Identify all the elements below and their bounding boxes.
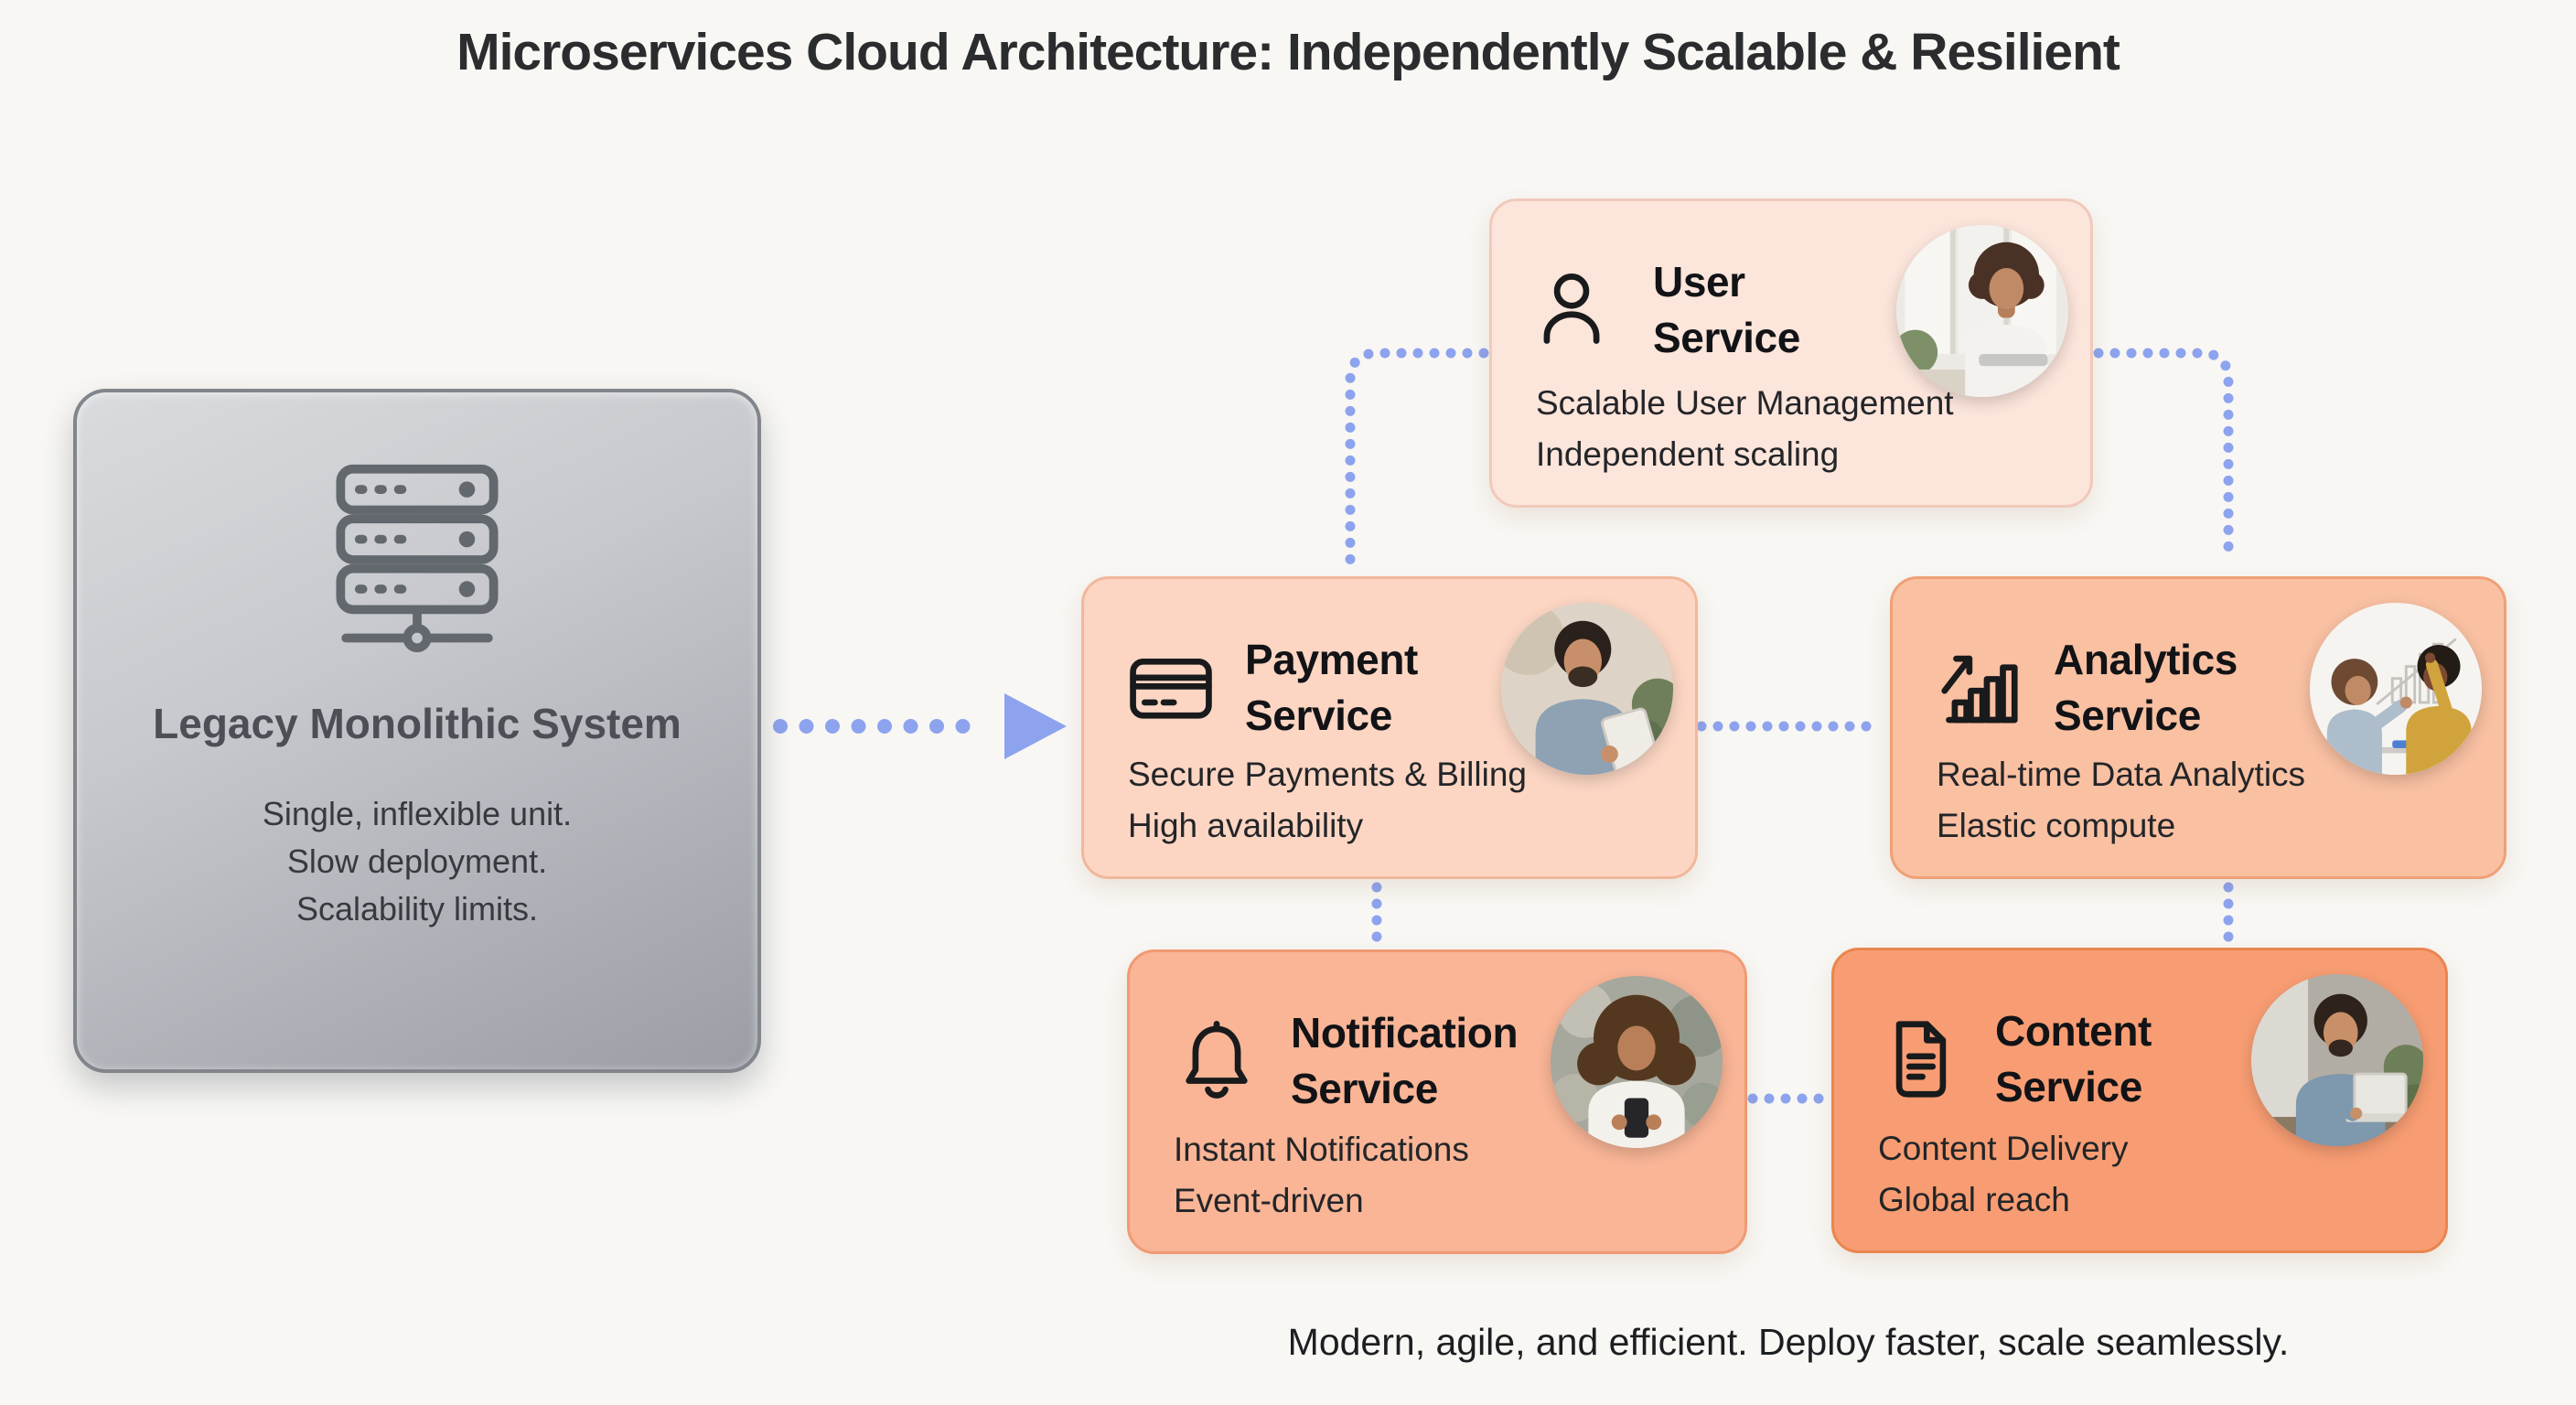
service-description: Real-time Data Analytics Elastic compute xyxy=(1937,756,2306,844)
notification-service-photo xyxy=(1551,976,1723,1148)
bell-icon xyxy=(1186,1020,1248,1099)
legacy-title: Legacy Monolithic System xyxy=(153,700,682,747)
service-description: Content Delivery Global reach xyxy=(1878,1130,2129,1218)
content-service-photo xyxy=(2251,974,2423,1146)
user-service-photo xyxy=(1896,225,2068,397)
content-service-card: Content Service Content Delivery xyxy=(1831,948,2448,1253)
footer-tagline: Modern, agile, and efficient. Deploy fas… xyxy=(1287,1321,2290,1363)
bar-chart-growth-icon xyxy=(1941,655,2018,724)
analytics-service-card: Analytics Service xyxy=(1890,576,2506,879)
service-title: Content Service xyxy=(1995,1007,2152,1110)
user-service-card: User Service Scalable User Management In… xyxy=(1489,198,2093,508)
legacy-line: Slow deployment. xyxy=(286,842,548,880)
connector-user-to-analytics xyxy=(2093,348,2234,566)
payment-service-header: Payment Service xyxy=(1124,632,1418,743)
service-title: Payment Service xyxy=(1245,636,1418,739)
server-rack-icon xyxy=(336,464,499,653)
user-service-header: User Service xyxy=(1532,254,1800,365)
notification-service-card: Notification Service Instant Notificatio… xyxy=(1127,949,1747,1254)
connector-user-to-payment xyxy=(1345,348,1489,566)
service-description: Secure Payments & Billing High availabil… xyxy=(1128,756,1527,844)
migration-arrow-head xyxy=(1004,693,1067,759)
payment-service-card: Payment Service Secure Payments & Billin… xyxy=(1081,576,1698,879)
notification-service-header: Notification Service xyxy=(1170,1005,1519,1116)
legacy-monolith-card: Legacy Monolithic System Single, inflexi… xyxy=(73,389,761,1073)
service-title: Notification Service xyxy=(1291,1009,1519,1112)
service-description: Instant Notifications Event-driven xyxy=(1174,1131,1469,1219)
credit-card-icon xyxy=(1130,658,1212,719)
analytics-service-header: Analytics Service xyxy=(1933,632,2238,743)
page-title: Microservices Cloud Architecture: Indepe… xyxy=(456,23,2120,81)
content-service-header: Content Service xyxy=(1874,1003,2152,1114)
document-icon xyxy=(1895,1021,1947,1098)
service-title: User Service xyxy=(1653,258,1800,361)
analytics-service-photo xyxy=(2310,603,2482,775)
payment-service-photo xyxy=(1501,603,1673,775)
legacy-line: Single, inflexible unit. xyxy=(262,794,573,832)
person-icon xyxy=(1543,273,1600,344)
service-title: Analytics Service xyxy=(2054,636,2238,739)
legacy-line: Scalability limits. xyxy=(295,890,539,928)
service-description: Scalable User Management Independent sca… xyxy=(1536,384,1954,473)
legacy-description: Single, inflexible unit. Slow deployment… xyxy=(77,790,757,934)
